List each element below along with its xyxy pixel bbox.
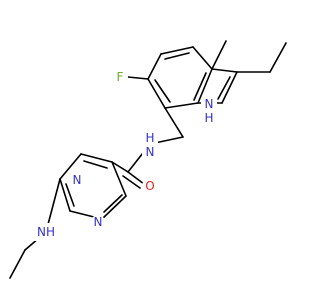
bond [217, 76, 231, 100]
fluorine-mask [112, 69, 128, 85]
bond [111, 161, 127, 197]
bond [164, 102, 199, 109]
pyrimidine-n-bottom-mask [91, 215, 105, 229]
chemical-structure: F N H H N O N N NH [9, 40, 287, 279]
bond [127, 171, 145, 185]
amine-nh-mask [32, 223, 60, 241]
bond [59, 178, 71, 212]
bond [193, 72, 207, 101]
bonds [9, 40, 287, 279]
bond [211, 40, 227, 70]
bond [197, 68, 213, 104]
bond [211, 68, 238, 73]
bond [80, 153, 113, 163]
bond [59, 153, 82, 180]
bond [192, 46, 213, 70]
bond [83, 160, 108, 169]
bond [9, 249, 26, 279]
amide-nh-mask [142, 135, 158, 157]
pyrimidine-n-top-mask [70, 173, 84, 187]
bond [221, 71, 238, 104]
bond [154, 79, 171, 103]
atom-labels: F N H H N O N N NH [32, 69, 217, 241]
bond [127, 76, 149, 80]
amide-h-label: H [145, 131, 154, 145]
bond [269, 42, 287, 73]
bond [160, 46, 194, 55]
fluorine-label: F [117, 70, 124, 84]
carbonyl-o-label: O [145, 179, 154, 193]
amide-n-label: N [146, 145, 155, 159]
indole-nh-mask [201, 99, 217, 123]
bond [147, 53, 162, 80]
bond [101, 195, 127, 220]
bond [103, 194, 123, 213]
indole-n-label: N [205, 97, 214, 111]
indole-h-label: H [204, 111, 213, 125]
pyrimidine-n-bottom-label: N [94, 215, 103, 229]
amine-nh-label: NH [37, 225, 55, 239]
bond [111, 161, 129, 173]
carbonyl-o-mask [142, 178, 158, 194]
bond [164, 107, 184, 138]
bond [122, 175, 141, 189]
bond [65, 183, 75, 207]
bond [147, 78, 166, 109]
pyrimidine-n-top-label: N [73, 173, 82, 187]
bond [164, 52, 190, 60]
